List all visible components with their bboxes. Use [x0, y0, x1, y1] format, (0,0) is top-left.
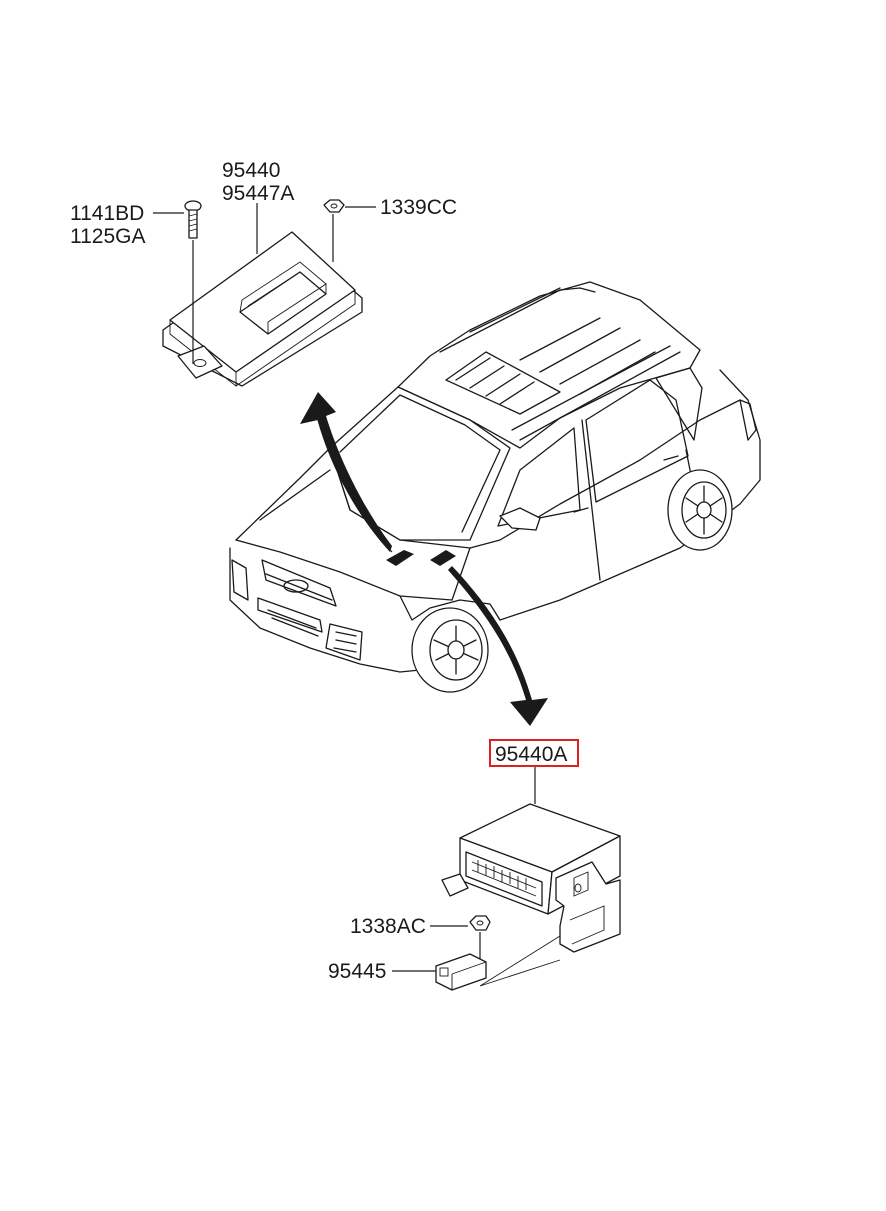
label-module-bottom: 95440A [495, 743, 567, 766]
nut-bottom[interactable] [469, 915, 491, 960]
vehicle-illustration [229, 281, 761, 693]
label-module-top-2: 95447A [222, 182, 294, 205]
connection-line [479, 935, 561, 987]
sensor[interactable] [435, 953, 487, 991]
label-nut-bottom: 1338AC [350, 915, 426, 938]
bolt[interactable] [184, 200, 202, 364]
label-module-top-1: 95440 [222, 159, 280, 182]
label-bolt-1: 1141BD [70, 202, 144, 225]
nut-top[interactable] [323, 199, 345, 262]
highlight-box [489, 739, 579, 767]
control-module-top[interactable] [162, 231, 363, 387]
arrow-up [300, 392, 393, 553]
arrow-down [448, 566, 548, 726]
label-bolt-2: 1125GA [70, 225, 146, 248]
label-sensor: 95445 [328, 960, 386, 983]
control-module-bottom[interactable] [441, 803, 621, 953]
label-nut-top: 1339CC [380, 196, 457, 219]
